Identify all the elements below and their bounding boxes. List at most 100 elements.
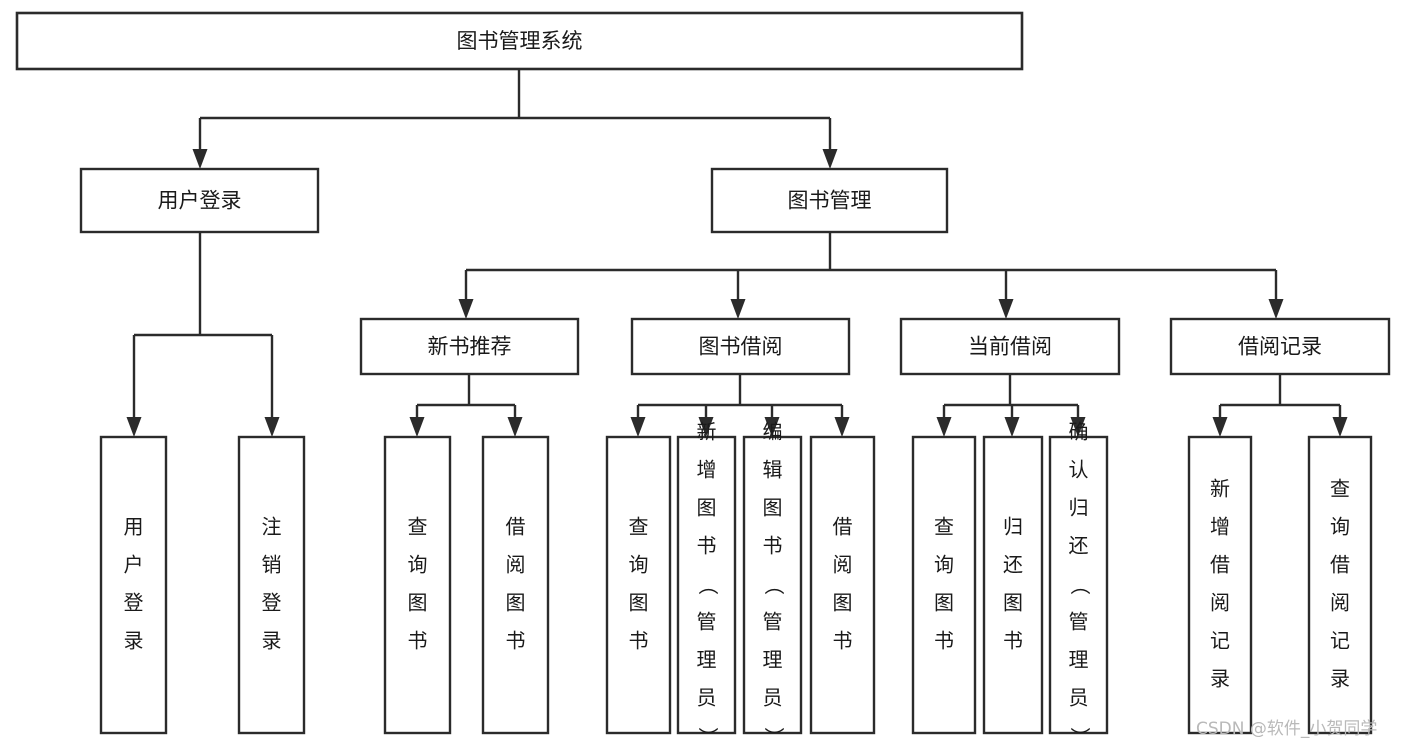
node-label-leaf-add-borrow-record-char-2: 借 — [1210, 553, 1230, 577]
node-label-borrow-records: 借阅记录 — [1238, 335, 1322, 359]
node-box-leaf-borrow-book[interactable] — [809, 435, 876, 735]
node-box-leaf-query-book-current[interactable] — [911, 435, 977, 735]
node-label-leaf-return-book-char-3: 书 — [1003, 629, 1023, 653]
node-label-leaf-borrow-book-char-3: 书 — [833, 629, 853, 653]
nodes-layer: 图书管理系统用户登录图书管理新书推荐图书借阅当前借阅借阅记录用户登录注销登录查询… — [15, 11, 1391, 747]
node-box-leaf-user-login[interactable] — [99, 435, 168, 735]
node-box-leaf-user-logout[interactable] — [237, 435, 306, 735]
book-borrow-drop-1-arrowhead — [698, 417, 714, 437]
node-box-current-borrow[interactable] — [899, 317, 1121, 376]
node-label-leaf-query-book-current-char-2: 图 — [934, 591, 954, 615]
current-borrow-drop-2-arrowhead — [1070, 417, 1086, 437]
node-label-leaf-query-book-recommend-char-2: 图 — [408, 591, 428, 615]
node-label-leaf-borrow-book-recommend-char-1: 阅 — [506, 553, 526, 577]
node-label-leaf-add-book-char-8: ） — [696, 727, 720, 747]
node-label-leaf-query-book-recommend-char-1: 询 — [408, 553, 428, 577]
node-box-borrow-records[interactable] — [1169, 317, 1391, 376]
book-management-drop-3-arrowhead — [1268, 299, 1284, 319]
node-label-leaf-confirm-return-char-7: 员 — [1069, 686, 1089, 710]
node-new-book-recommend[interactable]: 新书推荐 — [359, 317, 580, 376]
node-current-borrow[interactable]: 当前借阅 — [899, 317, 1121, 376]
node-label-leaf-add-book-char-7: 员 — [697, 686, 717, 710]
node-box-leaf-query-borrow-record[interactable] — [1307, 435, 1373, 735]
node-label-leaf-query-book-borrow-char-2: 图 — [629, 591, 649, 615]
node-box-leaf-query-book-recommend[interactable] — [383, 435, 452, 735]
node-borrow-records[interactable]: 借阅记录 — [1169, 317, 1391, 376]
node-label-leaf-confirm-return-char-3: 还 — [1069, 534, 1089, 558]
node-label-leaf-borrow-book-recommend-char-2: 图 — [506, 591, 526, 615]
node-box-book-management[interactable] — [710, 167, 949, 234]
node-box-leaf-confirm-return[interactable] — [1048, 435, 1109, 735]
node-label-leaf-query-borrow-record-char-4: 记 — [1330, 629, 1350, 653]
node-label-leaf-query-borrow-record-char-2: 借 — [1330, 553, 1350, 577]
user-login-drop-1-arrowhead — [264, 417, 280, 437]
node-box-root[interactable] — [15, 11, 1024, 71]
node-label-leaf-borrow-book-char-2: 图 — [833, 591, 853, 615]
node-box-book-borrow[interactable] — [630, 317, 851, 376]
node-label-leaf-borrow-book-recommend-char-0: 借 — [506, 515, 526, 539]
node-label-leaf-return-book-char-0: 归 — [1003, 515, 1023, 539]
node-label-leaf-borrow-book-recommend-char-3: 书 — [506, 629, 526, 653]
node-label-leaf-add-borrow-record-char-5: 录 — [1210, 667, 1230, 691]
node-box-user-login[interactable] — [79, 167, 320, 234]
node-label-root: 图书管理系统 — [457, 29, 583, 53]
node-root[interactable]: 图书管理系统 — [15, 11, 1024, 71]
node-label-current-borrow: 当前借阅 — [968, 335, 1052, 359]
node-label-leaf-edit-book-char-7: 员 — [763, 686, 783, 710]
node-label-leaf-return-book-char-1: 还 — [1003, 553, 1023, 577]
node-user-login[interactable]: 用户登录 — [79, 167, 320, 234]
node-box-leaf-borrow-book-recommend[interactable] — [481, 435, 550, 735]
book-management-drop-1-arrowhead — [730, 299, 746, 319]
book-borrow-drop-2-arrowhead — [764, 417, 780, 437]
node-box-leaf-edit-book[interactable] — [742, 435, 803, 735]
node-leaf-user-login[interactable]: 用户登录 — [99, 435, 168, 735]
root-drop-1-arrowhead — [822, 149, 838, 169]
node-label-leaf-user-logout-char-1: 销 — [262, 553, 282, 577]
node-box-leaf-add-book[interactable] — [676, 435, 737, 735]
node-box-new-book-recommend[interactable] — [359, 317, 580, 376]
node-label-leaf-query-book-borrow-char-0: 查 — [629, 515, 649, 539]
node-label-leaf-add-book-char-1: 增 — [697, 458, 717, 482]
root-drop-0-arrowhead — [192, 149, 208, 169]
node-label-leaf-add-book-char-4: （ — [696, 575, 720, 595]
node-label-leaf-edit-book-char-4: （ — [762, 575, 786, 595]
node-box-leaf-query-book-borrow[interactable] — [605, 435, 672, 735]
node-label-book-management: 图书管理 — [788, 189, 872, 213]
node-label-book-borrow: 图书借阅 — [699, 335, 783, 359]
book-borrow-drop-0-arrowhead — [630, 417, 646, 437]
borrow-records-drop-0-arrowhead — [1212, 417, 1228, 437]
node-book-borrow[interactable]: 图书借阅 — [630, 317, 851, 376]
node-label-leaf-query-borrow-record-char-0: 查 — [1330, 477, 1350, 501]
new-book-recommend-drop-0-arrowhead — [409, 417, 425, 437]
node-label-leaf-user-logout-char-2: 登 — [262, 591, 282, 615]
node-box-leaf-return-book[interactable] — [982, 435, 1044, 735]
node-label-leaf-edit-book-char-8: ） — [762, 727, 786, 747]
node-book-management[interactable]: 图书管理 — [710, 167, 949, 234]
current-borrow-drop-1-arrowhead — [1004, 417, 1020, 437]
node-label-leaf-user-logout-char-3: 录 — [262, 629, 282, 653]
node-label-leaf-confirm-return-char-0: 确 — [1069, 420, 1089, 444]
node-label-leaf-query-book-current-char-1: 询 — [934, 553, 954, 577]
node-label-leaf-return-book-char-2: 图 — [1003, 591, 1023, 615]
node-label-leaf-user-logout-char-0: 注 — [262, 515, 282, 539]
node-label-leaf-edit-book-char-3: 书 — [763, 534, 783, 558]
csdn-watermark: CSDN @软件_小贺同学 — [1196, 719, 1377, 739]
node-label-leaf-query-book-borrow-char-3: 书 — [629, 629, 649, 653]
node-box-leaf-add-borrow-record[interactable] — [1187, 435, 1253, 735]
node-label-leaf-add-book-char-3: 书 — [697, 534, 717, 558]
node-label-leaf-user-login-char-0: 用 — [124, 515, 144, 539]
